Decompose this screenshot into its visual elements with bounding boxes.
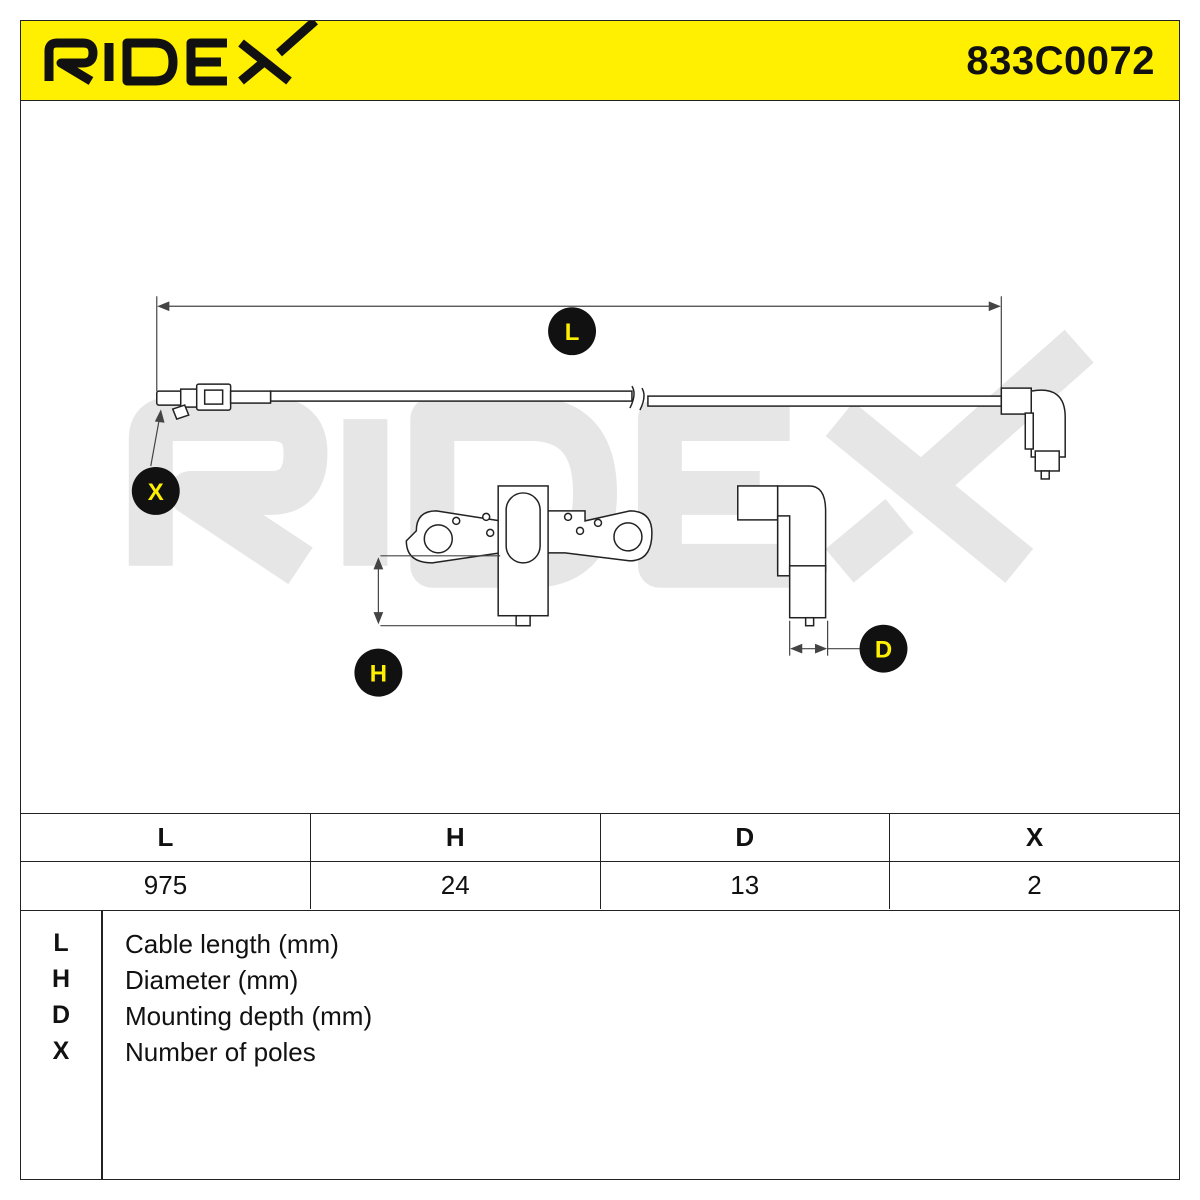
sensor-front-view (405, 485, 653, 627)
marker-L: L (548, 307, 597, 356)
legend-description: Number of poles (125, 1037, 316, 1067)
sensor-side-view (737, 485, 827, 627)
header-cell: H (310, 813, 601, 862)
legend-item: X Number of poles (21, 1037, 1179, 1073)
legend-divider (101, 911, 103, 1179)
specification-table: L H D X 975 24 13 2 (21, 813, 1179, 909)
watermark-logo (128, 329, 1094, 588)
marker-X: X (131, 466, 180, 515)
product-sheet: 833C0072 (20, 20, 1180, 1180)
legend-item: H Diameter (mm) (21, 965, 1179, 1001)
marker-D: D (859, 624, 908, 673)
value-cell: 2 (889, 861, 1179, 909)
brand-logo (44, 21, 318, 86)
value-cell: 13 (600, 861, 890, 909)
diameter-dimension (373, 555, 517, 627)
header-cell: D (600, 813, 890, 862)
header-bar: 833C0072 (21, 21, 1179, 101)
svg-text:X: X (148, 479, 164, 506)
svg-text:D: D (875, 637, 892, 664)
legend-key: L (53, 929, 69, 957)
part-number: 833C0072 (966, 39, 1155, 83)
table-row: 975 24 13 2 (21, 861, 1179, 909)
legend-key: D (51, 1001, 71, 1029)
length-dimension (156, 296, 1002, 392)
legend-item: L Cable length (mm) (21, 929, 1179, 965)
svg-text:H: H (370, 661, 387, 688)
legend-key: X (52, 1037, 70, 1065)
value-cell: 24 (310, 861, 601, 909)
header-cell: L (21, 813, 311, 862)
svg-text:L: L (565, 319, 580, 346)
legend-item: D Mounting depth (mm) (21, 1001, 1179, 1037)
table-header-row: L H D X (21, 813, 1179, 862)
legend-key: H (51, 965, 71, 993)
legend-description: Mounting depth (mm) (125, 1001, 373, 1031)
legend: L Cable length (mm) H Diameter (mm) D Mo… (21, 910, 1179, 1179)
sensor-cable (156, 383, 1066, 480)
mounting-depth-dimension (789, 620, 860, 656)
marker-H: H (354, 648, 403, 697)
legend-description: Cable length (mm) (125, 929, 339, 959)
value-cell: 975 (21, 861, 311, 909)
poles-leader (150, 409, 165, 467)
header-cell: X (889, 813, 1179, 862)
technical-drawing: L X H D (128, 296, 1094, 697)
legend-description: Diameter (mm) (125, 965, 299, 995)
